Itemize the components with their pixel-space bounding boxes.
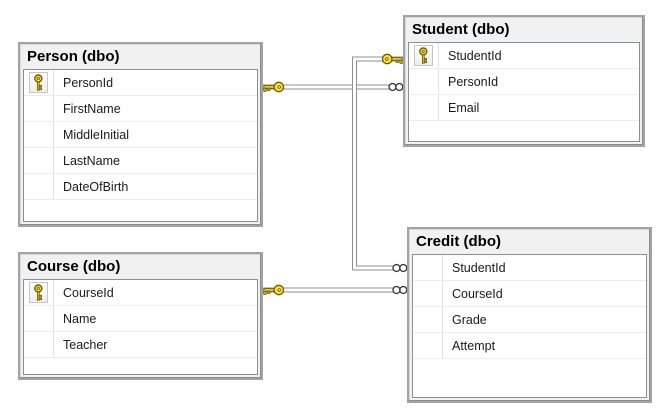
- empty-row-area: [413, 359, 646, 397]
- row-selector-cell: [24, 70, 54, 95]
- row-selector-cell: [24, 306, 54, 331]
- column-name: Attempt: [452, 338, 496, 353]
- column-name: PersonId: [63, 75, 114, 90]
- table-column-row[interactable]: LastName: [24, 148, 257, 174]
- table-column-row[interactable]: PersonId: [24, 70, 257, 96]
- table-column-row[interactable]: CourseId: [413, 281, 646, 307]
- column-name: StudentId: [448, 48, 502, 63]
- table-column-row[interactable]: CourseId: [24, 280, 257, 306]
- primary-key-icon: [419, 47, 428, 64]
- one-side-key-icon: [263, 284, 285, 296]
- column-name: MiddleInitial: [63, 127, 130, 142]
- column-name: Name: [63, 311, 97, 326]
- column-name: CourseId: [63, 285, 114, 300]
- column-name: DateOfBirth: [63, 179, 129, 194]
- table-column-row[interactable]: FirstName: [24, 96, 257, 122]
- table-title[interactable]: Student (dbo): [412, 21, 510, 38]
- row-selector-cell: [413, 255, 443, 280]
- primary-key-icon: [34, 74, 43, 91]
- column-name: Teacher: [63, 337, 108, 352]
- relationship-line-student-credit-core: [353, 57, 409, 270]
- many-side-infinity-icon: [388, 82, 404, 92]
- empty-row-area: [24, 358, 257, 374]
- primary-key-badge: [29, 282, 48, 303]
- table-column-row[interactable]: Grade: [413, 307, 646, 333]
- table-column-row[interactable]: StudentId: [413, 255, 646, 281]
- table-column-row[interactable]: MiddleInitial: [24, 122, 257, 148]
- column-name: PersonId: [448, 74, 499, 89]
- row-selector-cell: [409, 95, 439, 120]
- table-column-row[interactable]: Attempt: [413, 333, 646, 359]
- table-column-row[interactable]: Name: [24, 306, 257, 332]
- empty-row-area: [409, 121, 639, 141]
- primary-key-icon: [34, 284, 43, 301]
- many-side-infinity-icon: [392, 263, 408, 273]
- table-title[interactable]: Course (dbo): [27, 258, 121, 275]
- one-side-key-icon: [263, 81, 285, 93]
- column-name: FirstName: [63, 101, 121, 116]
- row-selector-cell: [413, 281, 443, 306]
- row-selector-cell: [24, 148, 54, 173]
- primary-key-badge: [29, 72, 48, 93]
- row-selector-cell: [409, 43, 439, 68]
- table-column-row[interactable]: Teacher: [24, 332, 257, 358]
- row-selector-cell: [24, 280, 54, 305]
- table-title[interactable]: Person (dbo): [27, 48, 120, 65]
- table-column-row[interactable]: StudentId: [409, 43, 639, 69]
- row-selector-cell: [24, 122, 54, 147]
- row-selector-cell: [413, 307, 443, 332]
- column-name: StudentId: [452, 260, 506, 275]
- one-side-key-icon: [381, 53, 403, 65]
- column-name: Email: [448, 100, 480, 115]
- column-name: Grade: [452, 312, 487, 327]
- row-selector-cell: [409, 69, 439, 94]
- column-name: CourseId: [452, 286, 503, 301]
- primary-key-badge: [414, 45, 433, 66]
- row-selector-cell: [413, 333, 443, 358]
- row-selector-cell: [24, 332, 54, 357]
- column-name: LastName: [63, 153, 120, 168]
- table-column-row[interactable]: Email: [409, 95, 639, 121]
- empty-row-area: [24, 200, 257, 221]
- table-title[interactable]: Credit (dbo): [416, 233, 501, 250]
- row-selector-cell: [24, 96, 54, 121]
- table-column-row[interactable]: PersonId: [409, 69, 639, 95]
- row-selector-cell: [24, 174, 54, 199]
- many-side-infinity-icon: [392, 285, 408, 295]
- table-column-row[interactable]: DateOfBirth: [24, 174, 257, 200]
